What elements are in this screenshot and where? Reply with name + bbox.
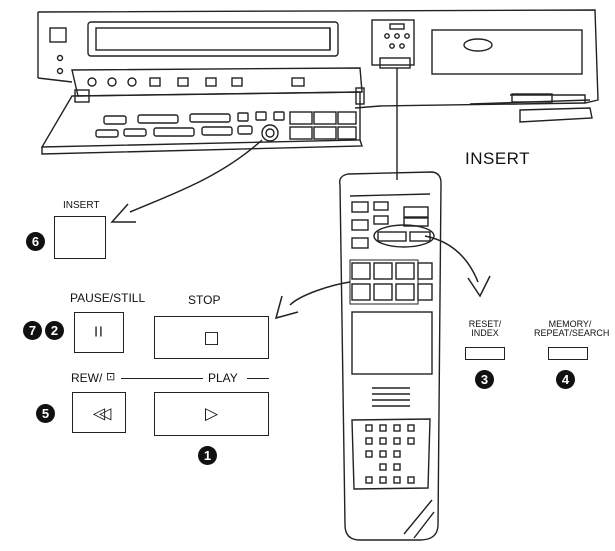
pause-still-label: PAUSE/STILL xyxy=(70,291,146,305)
reset-index-key[interactable] xyxy=(465,347,505,360)
stop-icon: □ xyxy=(203,327,220,348)
rew-symbol-icon: ⊡ xyxy=(106,370,116,383)
callout-6: 6 xyxy=(26,232,45,251)
callout-1: 1 xyxy=(198,446,217,465)
pause-icon: II xyxy=(94,325,104,340)
callout-3: 3 xyxy=(475,370,494,389)
remote-control xyxy=(338,171,442,541)
callout-4: 4 xyxy=(556,370,575,389)
play-label: PLAY xyxy=(208,371,238,385)
stop-label: STOP xyxy=(188,293,221,307)
callout-7: 7 xyxy=(23,321,42,340)
stop-key[interactable]: □ xyxy=(154,316,269,359)
play-key[interactable]: ▷ xyxy=(154,392,269,436)
vcr-deck xyxy=(37,9,599,123)
play-icon: ▷ xyxy=(204,404,219,424)
memory-repeat-search-key[interactable] xyxy=(548,347,588,360)
insert-key[interactable] xyxy=(54,216,106,259)
insert-label-large: INSERT xyxy=(465,149,531,168)
reset-index-label: RESET/ INDEX xyxy=(468,319,502,339)
insert-key-label: INSERT xyxy=(63,200,100,211)
rew-play-divider xyxy=(121,378,203,379)
pause-still-key[interactable]: II xyxy=(74,312,124,353)
callout-5: 5 xyxy=(36,404,55,423)
rewind-key[interactable]: ◁◁ xyxy=(72,392,126,433)
rewind-icon: ◁◁ xyxy=(92,403,112,422)
vcr-front-panel xyxy=(40,89,363,155)
rew-label: REW/ xyxy=(71,371,103,385)
callout-2: 2 xyxy=(45,321,64,340)
memory-repeat-search-label: MEMORY/ REPEAT/SEARCH xyxy=(534,319,610,339)
play-divider-right xyxy=(247,378,269,379)
